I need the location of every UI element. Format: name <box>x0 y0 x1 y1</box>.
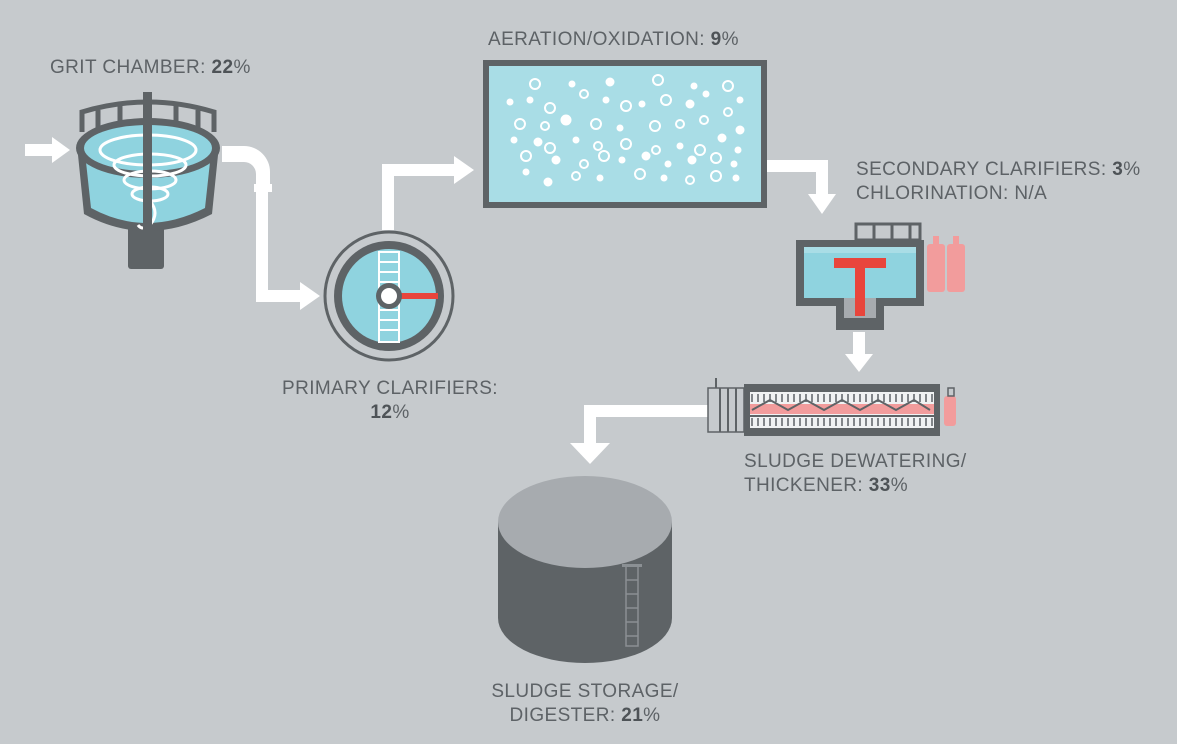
bubble <box>510 136 518 144</box>
bubble <box>722 80 734 92</box>
aeration-label: AERATION/OXIDATION: 9% <box>488 29 739 50</box>
bubble <box>620 138 632 150</box>
bubble <box>572 136 580 144</box>
bubble <box>560 114 572 126</box>
bubble <box>736 96 744 104</box>
bubble <box>723 107 733 117</box>
bubble <box>544 142 556 154</box>
bubble <box>533 137 543 147</box>
bubble <box>620 100 632 112</box>
bubble <box>526 96 534 104</box>
sludge-dewatering-label: SLUDGE DEWATERING/ THICKENER: 33% <box>744 451 967 496</box>
bubble <box>596 174 604 182</box>
dewatering-screen <box>751 394 933 426</box>
grit-chamber-label: GRIT CHAMBER: 22% <box>50 57 251 78</box>
bubble <box>651 145 661 155</box>
bubble <box>649 120 661 132</box>
bubble <box>605 77 615 87</box>
secondary-clarifier-icon <box>796 222 924 330</box>
bubble <box>717 133 727 143</box>
bubble <box>710 170 722 182</box>
bubble <box>652 74 664 86</box>
bubble <box>732 174 740 182</box>
bubble <box>551 155 561 165</box>
bubble <box>568 80 576 88</box>
bubble <box>685 99 695 109</box>
aeration-bubbles <box>506 74 745 187</box>
bubble <box>514 118 526 130</box>
bubble <box>520 150 532 162</box>
bubble <box>676 142 684 150</box>
bubble <box>579 89 589 99</box>
sludge-storage-tank-icon <box>498 476 672 663</box>
bubble <box>687 155 697 165</box>
primary-clarifiers-label: PRIMARY CLARIFIERS: 12% <box>282 378 498 423</box>
bubble <box>664 160 672 168</box>
bubble <box>699 115 709 125</box>
bubble <box>571 171 581 181</box>
bubble <box>702 90 710 98</box>
bubble <box>710 152 722 164</box>
bubble <box>690 82 698 90</box>
bubble <box>616 124 624 132</box>
bubble <box>579 159 589 169</box>
bubble <box>694 144 706 156</box>
bubble <box>598 150 610 162</box>
bubble <box>660 174 668 182</box>
bubble <box>634 168 646 180</box>
bubble <box>540 121 550 131</box>
bubble <box>685 175 695 185</box>
primary-clarifier-icon <box>323 230 455 362</box>
bubble <box>602 96 610 104</box>
bubble <box>660 94 672 106</box>
bubble <box>735 125 745 135</box>
bubble <box>593 141 603 151</box>
bubble <box>543 177 553 187</box>
aeration-tank-icon <box>483 60 767 208</box>
flow-arrows <box>25 137 873 464</box>
bubble <box>734 146 742 154</box>
chlorination-label: CHLORINATION: N/A <box>856 183 1048 204</box>
chlorine-tanks-icon <box>927 236 965 292</box>
bubble <box>506 98 514 106</box>
bubble <box>590 118 602 130</box>
secondary-clarifiers-label: SECONDARY CLARIFIERS: 3% <box>856 159 1141 180</box>
grit-chamber-icon <box>76 92 220 269</box>
bubble <box>618 156 626 164</box>
bubble <box>638 100 646 108</box>
bubble <box>522 168 530 176</box>
bubble <box>675 119 685 129</box>
bubble <box>641 151 651 161</box>
sludge-dewatering-icon <box>707 378 956 436</box>
bubble <box>730 160 738 168</box>
sludge-storage-label: SLUDGE STORAGE/ DIGESTER: 21% <box>491 681 679 726</box>
bubble <box>544 102 556 114</box>
bubble <box>529 78 541 90</box>
